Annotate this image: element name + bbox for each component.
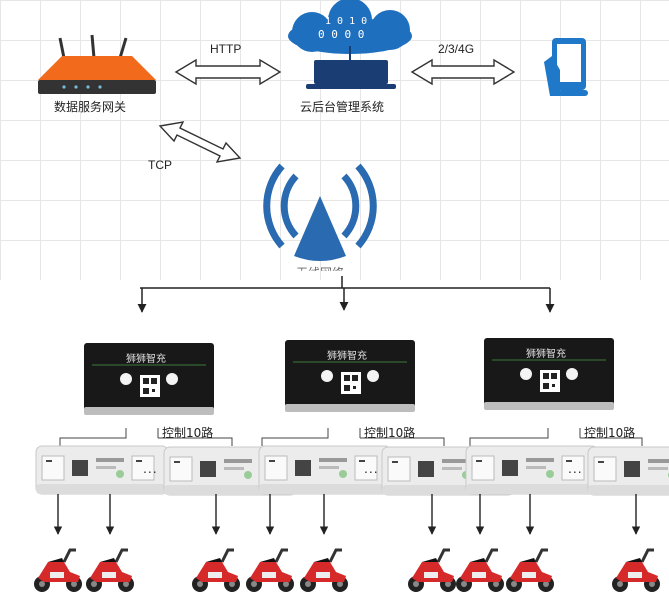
- scooter-icon: [190, 548, 242, 594]
- cloud-label: 云后台管理系统: [300, 100, 385, 114]
- scooter-icon: [32, 548, 84, 594]
- router-icon: [38, 34, 156, 94]
- wireless-label: 无线网络: [296, 264, 344, 271]
- scooter-icon: [610, 548, 662, 594]
- device-brand: 狮狮智充: [126, 354, 166, 365]
- scooter-icon: [504, 548, 556, 594]
- scooter-icon: [454, 548, 506, 594]
- tcp-arrow: [158, 121, 242, 163]
- http-arrow: [174, 58, 282, 86]
- mobile-network-label: 2/3/4G: [438, 42, 475, 56]
- cloud-server-icon: 0 0 0 0 1 0 1 0: [288, 0, 412, 89]
- charging-hub: [587, 446, 669, 496]
- control-count-label: 控制10路: [162, 426, 214, 440]
- control-count-label: 控制10路: [584, 426, 636, 440]
- scooter-icon: [298, 548, 350, 594]
- gateway-label: 数据服务网关: [54, 100, 127, 114]
- svg-text:1 0 1 0: 1 0 1 0: [325, 16, 367, 27]
- ellipsis: ...: [143, 460, 158, 476]
- scooter-arrows: [53, 494, 641, 535]
- ellipsis: ...: [364, 460, 379, 476]
- mobile-phone-icon: [544, 38, 588, 96]
- http-label: HTTP: [210, 42, 242, 56]
- distribution-lines: [137, 276, 555, 313]
- scooter-icon: [244, 548, 296, 594]
- svg-text:0 0 0 0: 0 0 0 0: [318, 28, 364, 41]
- scooter-icon: [84, 548, 136, 594]
- group-brackets: [59, 428, 643, 446]
- wireless-signal-icon: [263, 163, 377, 261]
- mobile-arrow: [410, 58, 516, 86]
- tcp-label: TCP: [148, 158, 172, 172]
- device-brand: 狮狮智充: [327, 351, 367, 362]
- scooter-icon: [406, 548, 458, 594]
- control-count-label: 控制10路: [364, 426, 416, 440]
- ellipsis: ...: [568, 460, 583, 476]
- device-brand: 狮狮智充: [526, 349, 566, 360]
